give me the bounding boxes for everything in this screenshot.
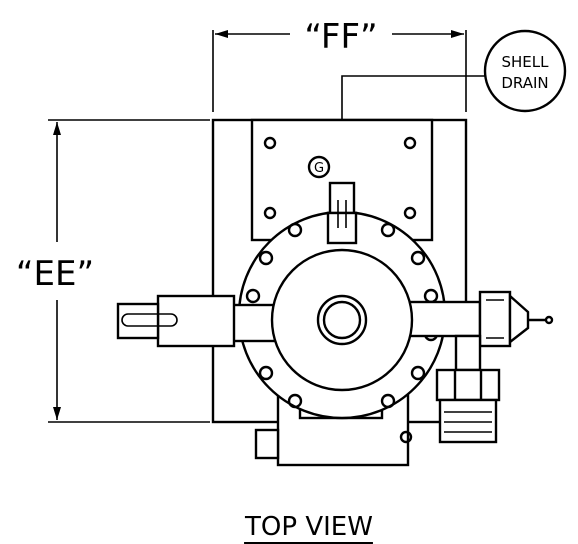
view-title: TOP VIEW xyxy=(244,512,373,544)
central-body xyxy=(270,248,414,392)
shell-drain-line1: SHELL xyxy=(502,53,550,71)
shell-drain-line2: DRAIN xyxy=(501,74,548,92)
right-pipe-assembly xyxy=(398,290,554,348)
left-nozzle xyxy=(116,294,279,348)
view-title-text: TOP VIEW xyxy=(244,512,373,542)
dimension-ff: “FF” xyxy=(212,17,467,112)
right-flange xyxy=(435,334,501,444)
dimension-ee-label: “EE” xyxy=(16,254,94,294)
dimension-ee: “EE” xyxy=(16,119,210,423)
dimension-ff-label: “FF” xyxy=(304,17,377,57)
drain-fitting xyxy=(326,181,358,245)
gauge-marker: G xyxy=(307,155,331,179)
gauge-label: G xyxy=(314,161,324,176)
